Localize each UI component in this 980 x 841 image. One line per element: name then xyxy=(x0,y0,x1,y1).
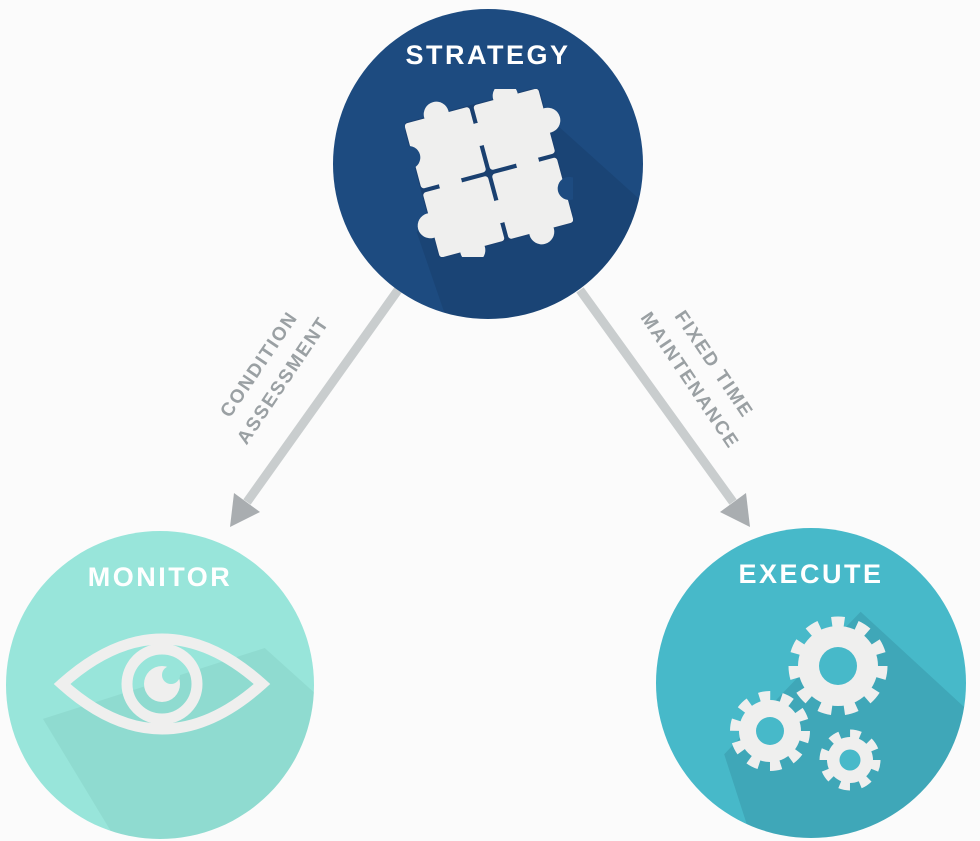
node-strategy: STRATEGY xyxy=(333,9,643,319)
eye-icon xyxy=(53,633,271,735)
puzzle-icon xyxy=(405,89,573,257)
gears-icon xyxy=(730,616,888,791)
node-monitor: MONITOR xyxy=(6,531,314,839)
node-monitor-label: MONITOR xyxy=(87,562,233,592)
gear-medium xyxy=(730,691,810,771)
node-execute-label: EXECUTE xyxy=(738,559,884,589)
gear-large xyxy=(788,616,888,716)
node-execute: EXECUTE xyxy=(656,528,966,838)
node-strategy-label: STRATEGY xyxy=(405,40,571,70)
arrow-strategy-to-execute xyxy=(576,287,750,527)
gear-small xyxy=(819,729,881,791)
arrow-strategy-to-monitor xyxy=(230,287,402,527)
